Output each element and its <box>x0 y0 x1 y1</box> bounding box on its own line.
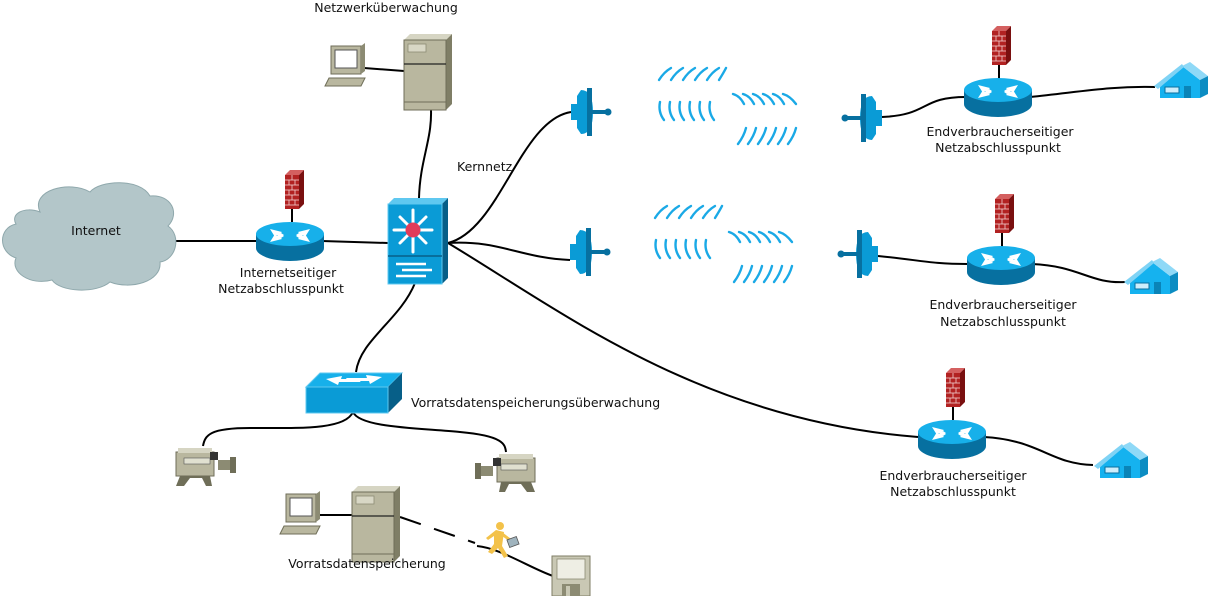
link-switch-camera-right <box>352 411 507 453</box>
house-3-icon <box>1093 441 1149 479</box>
link-core-dish2 <box>447 241 571 261</box>
customer-ntp-2-label-line2: Netzabschlusspunkt <box>940 314 1066 329</box>
customer-ntp-2-label-line1: Endverbraucherseitiger <box>929 297 1077 312</box>
customer-ntp-3-label-line1: Endverbraucherseitiger <box>879 468 1027 483</box>
video-camera-right-icon[interactable] <box>474 453 536 493</box>
link-courier-transport <box>399 516 476 544</box>
customer-ntp-1-label-line1: Endverbraucherseitiger <box>926 124 1074 139</box>
internet-cloud-icon[interactable] <box>2 182 177 291</box>
running-courier-icon <box>486 522 520 558</box>
customer-ntp-3-label-line2: Netzabschlusspunkt <box>890 484 1016 499</box>
core-network-label: Kernnetz <box>457 159 513 174</box>
link-dish1b-router1 <box>881 96 967 118</box>
link-core-dish1 <box>447 111 572 244</box>
link-router3-house3 <box>983 436 1094 466</box>
link-core-router3 <box>447 242 919 438</box>
satellite-dish-2b-icon[interactable] <box>837 230 879 278</box>
core-switch-icon[interactable] <box>387 198 448 285</box>
link-courier-floppy <box>476 545 554 577</box>
house-1-icon <box>1153 61 1209 99</box>
customer-router-2-icon[interactable] <box>967 246 1035 285</box>
floppy-disk-icon <box>551 555 591 596</box>
satellite-dish-2a-icon[interactable] <box>570 228 611 276</box>
link-switch-camera-left <box>202 411 354 447</box>
house-2-icon <box>1123 257 1179 295</box>
firewall-icon <box>991 25 1012 66</box>
retention-terminal-icon[interactable] <box>279 490 321 535</box>
retention-switch-icon[interactable] <box>304 372 404 414</box>
link-core-retention-switch <box>355 282 416 373</box>
monitoring-terminal-icon[interactable] <box>324 42 366 87</box>
satellite-dish-1a-icon[interactable] <box>571 88 612 136</box>
monitoring-label: Netzwerküberwachung <box>314 0 458 15</box>
video-camera-left-icon[interactable] <box>175 447 237 487</box>
internet-ntp-label-line1: Internetseitiger <box>240 265 337 280</box>
link-server-core <box>418 109 433 199</box>
link-router2-house2 <box>1031 263 1126 284</box>
link-terminal-server-top <box>363 67 405 72</box>
links <box>176 64 1156 577</box>
link-router-core <box>321 240 389 244</box>
retention-monitoring-label: Vorratsdatenspeicherungsüberwachung <box>411 395 660 410</box>
link-router1-house1 <box>1029 85 1156 98</box>
customer-router-1-icon[interactable] <box>964 78 1032 117</box>
radio-waves-1-icon <box>657 66 798 146</box>
firewall-icon <box>945 367 966 408</box>
link-dish2b-router2 <box>877 255 969 265</box>
satellite-dish-1b-icon[interactable] <box>841 94 883 142</box>
customer-router-3-icon[interactable] <box>918 420 986 459</box>
firewall-icon <box>284 169 305 210</box>
customer-ntp-1-label-line2: Netzabschlusspunkt <box>935 140 1061 155</box>
internet-ntp-label-line2: Netzabschlusspunkt <box>218 281 344 296</box>
radio-waves-2-icon <box>653 204 794 284</box>
internet-label: Internet <box>71 223 121 238</box>
retention-server-icon[interactable] <box>351 485 401 563</box>
retention-storage-label: Vorratsdatenspeicherung <box>288 556 445 571</box>
monitoring-server-icon[interactable] <box>403 33 453 111</box>
internet-router-icon[interactable] <box>256 222 324 261</box>
firewall-icon <box>994 193 1015 234</box>
